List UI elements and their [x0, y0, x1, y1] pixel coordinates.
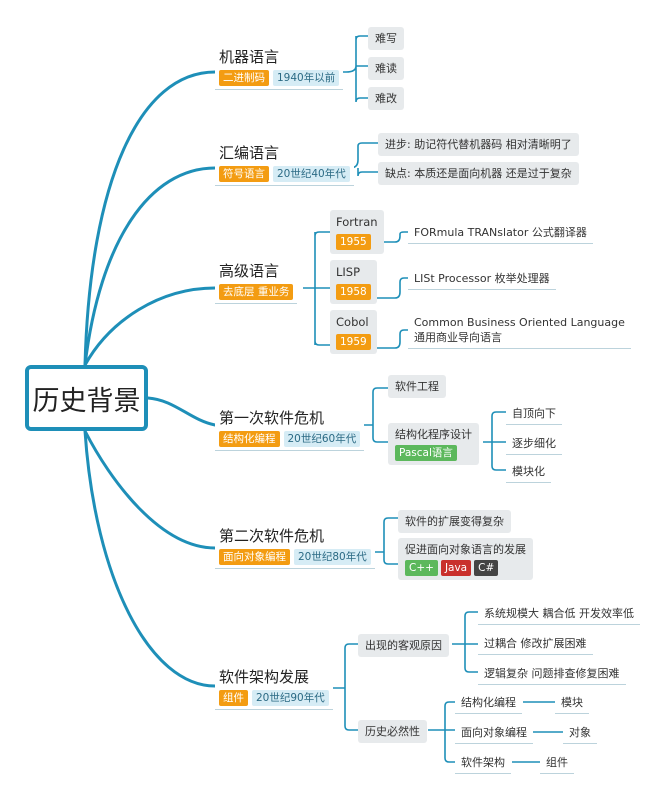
node-machine-language: 机器语言 二进制码 1940年以前 [215, 44, 344, 90]
leaf-progress: 进步: 助记符代替机器码 相对清晰明了 [378, 133, 579, 156]
desc-lisp: LISt Processor 枚举处理器 [408, 268, 556, 290]
root-label: 历史背景 [32, 385, 141, 417]
tag-pascal: Pascal语言 [395, 445, 457, 461]
node-title: 机器语言 [219, 48, 280, 66]
leaf-pair-object: 对象 [563, 722, 597, 744]
leaf-hard-write: 难写 [368, 27, 404, 50]
node-title: 第二次软件危机 [219, 527, 325, 545]
leaf-label: 促进面向对象语言的发展 [405, 543, 526, 556]
lang-name: Cobol [336, 315, 369, 329]
tag-oop: 面向对象编程 [219, 549, 290, 565]
tag-symbolic: 符号语言 [219, 166, 269, 182]
desc-cobol: Common Business Oriented Language 通用商业导向… [408, 312, 631, 349]
leaf-structured-design: 结构化程序设计 Pascal语言 [388, 423, 479, 465]
desc-fortran: FORmula TRANslator 公式翻译器 [408, 222, 593, 244]
leaf-pair-component: 组件 [540, 752, 574, 774]
desc-cobol-en: Common Business Oriented Language [414, 316, 625, 329]
leaf-objective-reasons: 出现的客观原因 [358, 634, 449, 657]
leaf-oop-languages: 促进面向对象语言的发展 C++ Java C# [398, 538, 533, 580]
lang-cobol: Cobol 1959 [330, 310, 377, 354]
tag-era: 1940年以前 [273, 70, 340, 86]
leaf-reason-scale: 系统规模大 耦合低 开发效率低 [478, 603, 640, 625]
node-title: 高级语言 [219, 262, 280, 280]
node-software-architecture: 软件架构发展 组件 20世纪90年代 [215, 664, 333, 710]
node-second-software-crisis: 第二次软件危机 面向对象编程 20世纪80年代 [215, 523, 375, 569]
leaf-top-down: 自顶向下 [506, 403, 562, 425]
tag-java: Java [440, 560, 472, 576]
tag-component: 组件 [219, 690, 248, 706]
desc-cobol-zh: 通用商业导向语言 [414, 331, 502, 344]
node-title: 第一次软件危机 [219, 409, 325, 427]
node-first-software-crisis: 第一次软件危机 结构化编程 20世纪60年代 [215, 405, 365, 451]
lang-year: 1958 [336, 284, 371, 300]
leaf-drawback: 缺点: 本质还是面向机器 还是过于复杂 [378, 162, 579, 185]
leaf-reason-logic: 逻辑复杂 问题排查修复困难 [478, 663, 626, 685]
lang-name: Fortran [336, 215, 378, 229]
leaf-stepwise: 逐步细化 [506, 433, 562, 455]
leaf-pair-architecture: 软件架构 [455, 752, 511, 774]
lang-lisp: LISP 1958 [330, 260, 377, 304]
leaf-label: 结构化程序设计 [395, 428, 472, 441]
leaf-reason-coupling: 过耦合 修改扩展困难 [478, 633, 593, 655]
leaf-software-engineering: 软件工程 [388, 375, 446, 398]
leaf-hard-modify: 难改 [368, 87, 404, 110]
lang-name: LISP [336, 265, 361, 279]
leaf-pair-structured: 结构化编程 [455, 692, 522, 714]
leaf-hard-read: 难读 [368, 57, 404, 80]
tag-era: 20世纪90年代 [252, 690, 329, 706]
leaf-historical-necessity: 历史必然性 [358, 720, 427, 743]
tag-business: 去底层 重业务 [219, 284, 294, 300]
tag-structured: 结构化编程 [219, 431, 280, 447]
node-assembly-language: 汇编语言 符号语言 20世纪40年代 [215, 140, 354, 186]
tag-cpp: C++ [405, 560, 438, 576]
root-node: 历史背景 [25, 365, 148, 431]
leaf-extension-complex: 软件的扩展变得复杂 [398, 510, 511, 533]
tag-era: 20世纪60年代 [283, 431, 361, 447]
leaf-modular: 模块化 [506, 461, 551, 483]
lang-year: 1955 [336, 234, 371, 250]
tag-era: 20世纪80年代 [294, 549, 371, 565]
leaf-pair-module: 模块 [555, 692, 589, 714]
tag-era: 20世纪40年代 [273, 166, 350, 182]
node-title: 软件架构发展 [219, 668, 310, 686]
tag-csharp: C# [474, 560, 499, 576]
leaf-pair-oop: 面向对象编程 [455, 722, 533, 744]
node-title: 汇编语言 [219, 144, 280, 162]
lang-fortran: Fortran 1955 [330, 210, 384, 254]
lang-year: 1959 [336, 334, 371, 350]
tag-binary: 二进制码 [219, 70, 269, 86]
node-high-level-language: 高级语言 去底层 重业务 [215, 258, 298, 304]
